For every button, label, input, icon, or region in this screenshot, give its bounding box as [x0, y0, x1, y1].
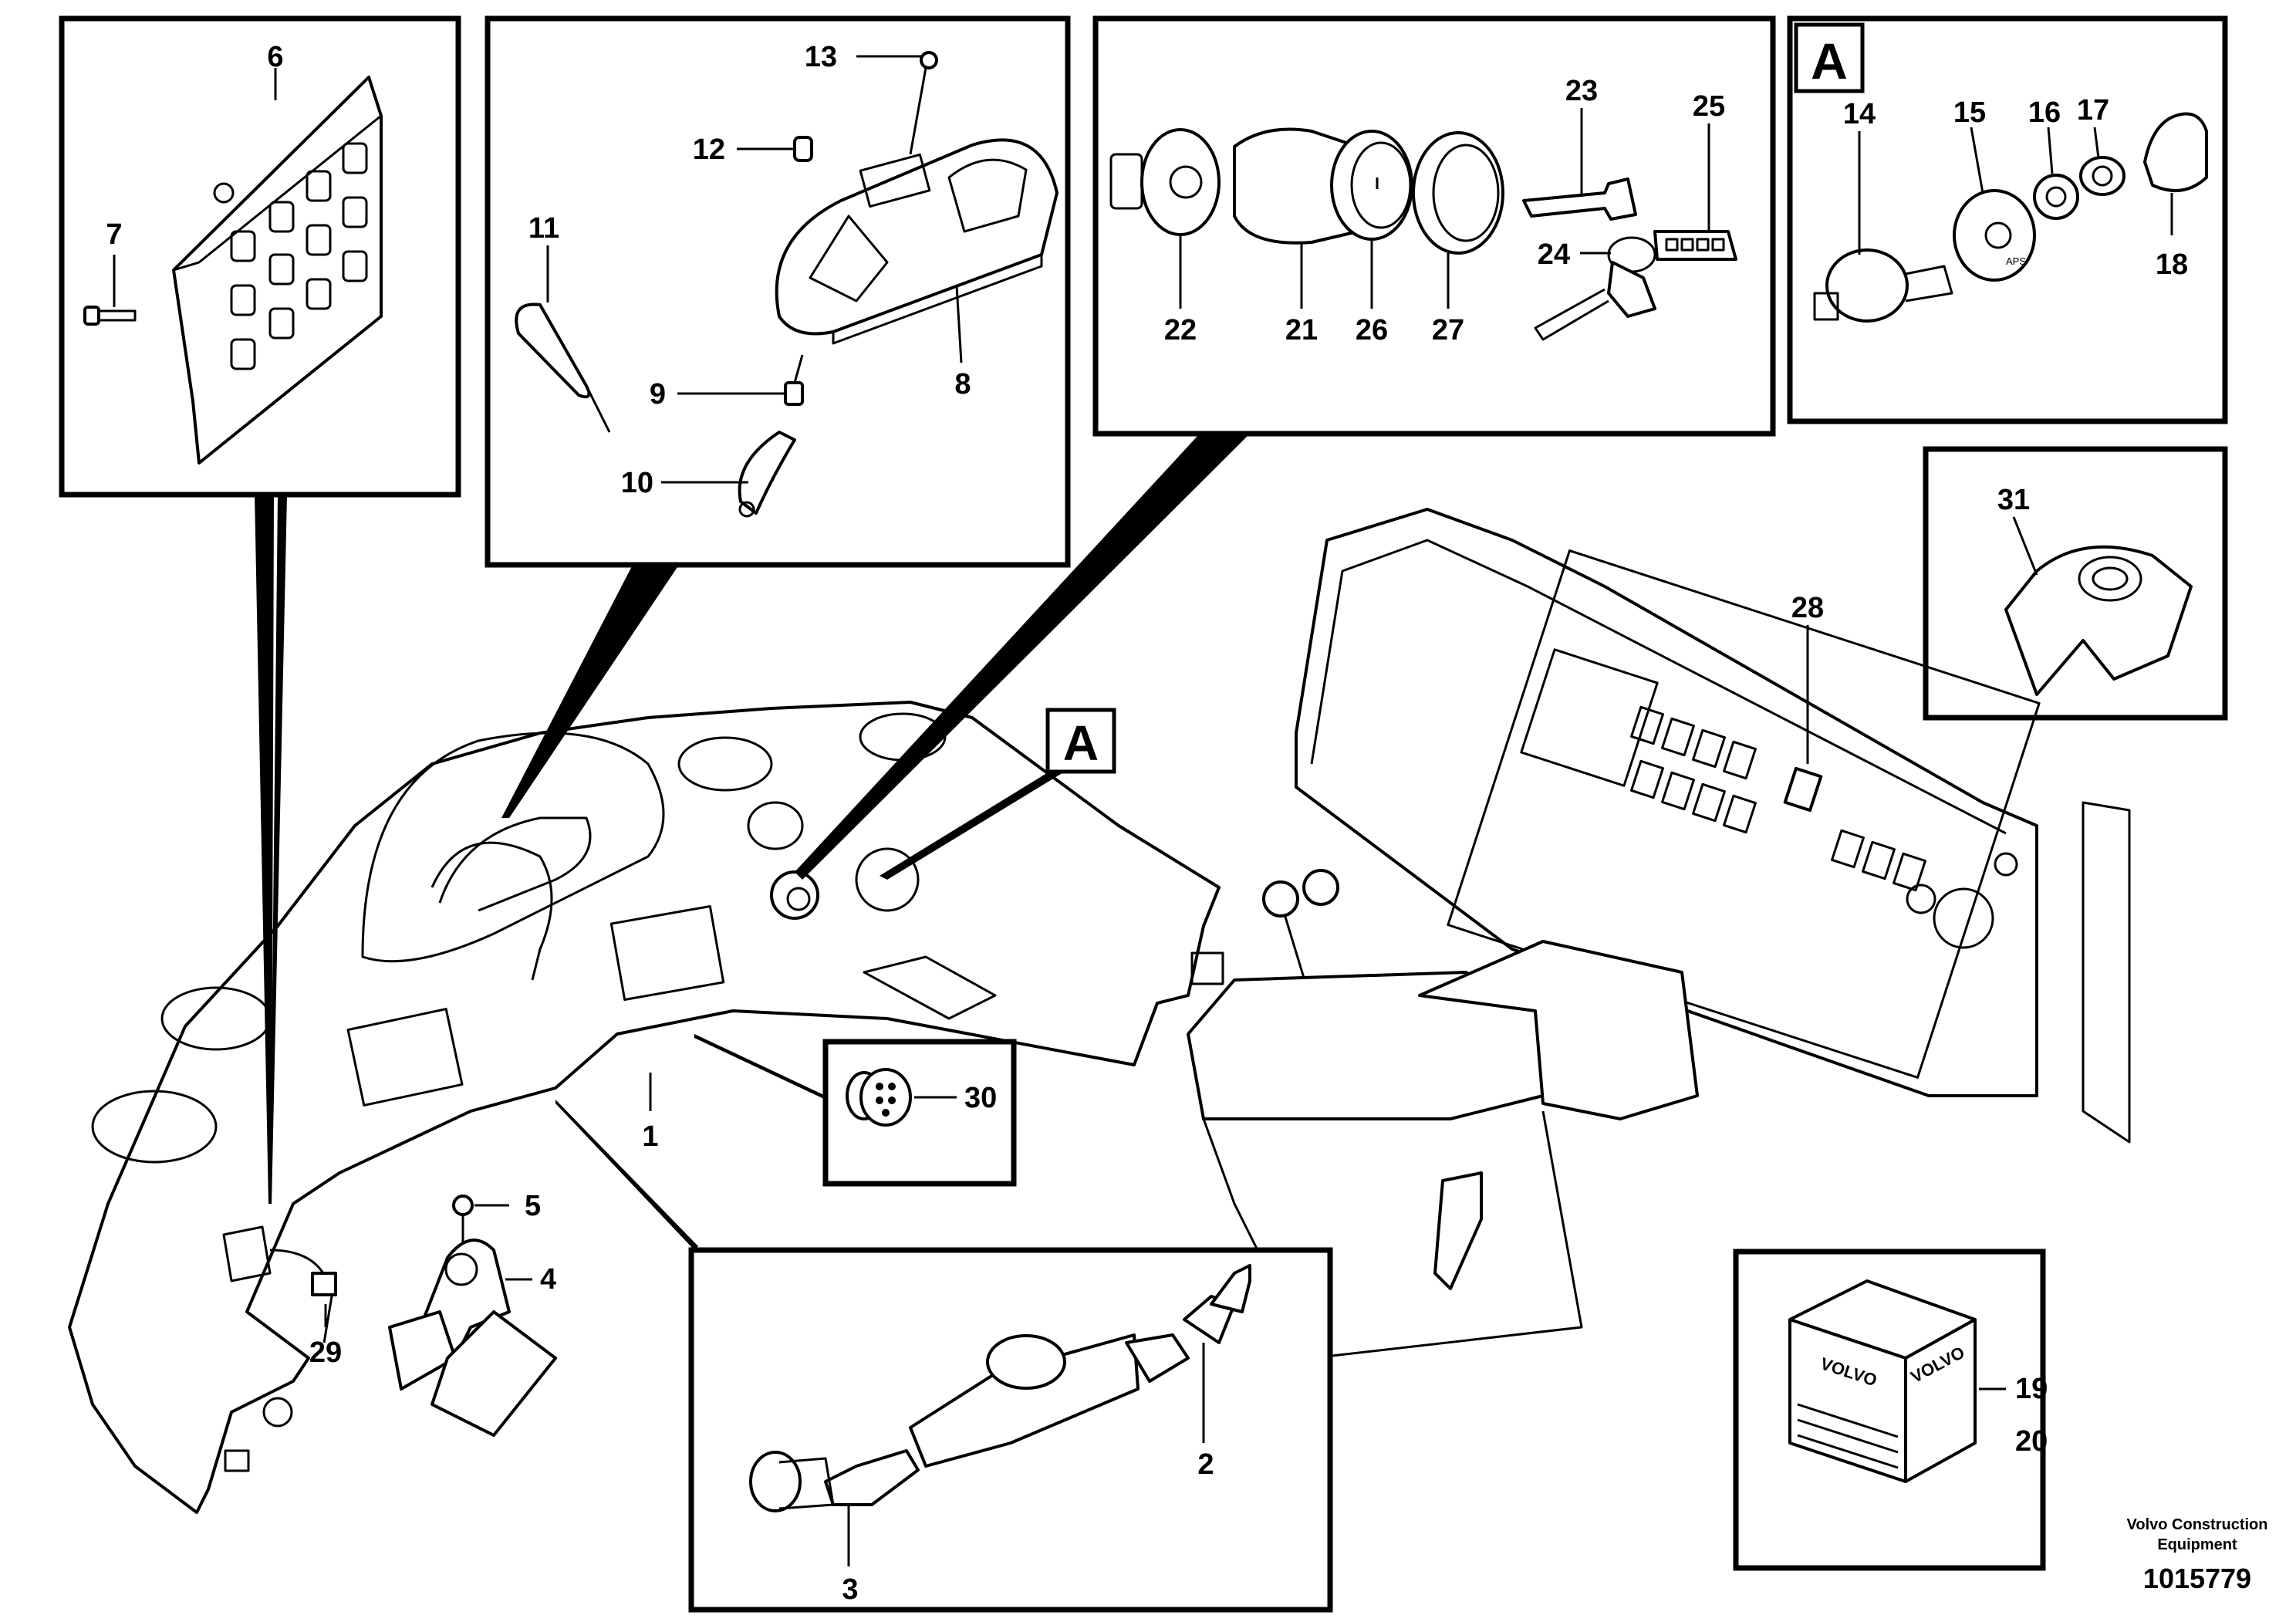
bulb-holder-9 [784, 354, 804, 406]
label-10: 10 [621, 467, 653, 499]
volvo-box: VOLVO VOLVO [1788, 1279, 1977, 1483]
lock-26 [1330, 130, 1413, 241]
label-22: 22 [1164, 314, 1197, 346]
label-30: 30 [964, 1082, 997, 1114]
clip-12 [793, 136, 813, 162]
label-21: 21 [1285, 314, 1318, 346]
label-9: 9 [650, 378, 666, 411]
label-5: 5 [525, 1190, 541, 1222]
label-28: 28 [1791, 592, 1824, 624]
gear-lever [1262, 869, 1339, 1004]
label-15: 15 [1953, 96, 1986, 129]
detail-box-keypad: 6 7 [59, 15, 461, 498]
screw-7 [83, 306, 137, 326]
label-20: 20 [2015, 1425, 2048, 1458]
keyring-24 [1534, 236, 1656, 341]
detail-box-ignition: 22 21 26 27 23 25 24 [1092, 15, 1776, 437]
label-16: 16 [2028, 96, 2061, 129]
plate-15: APS [1953, 189, 2036, 282]
label-18: 18 [2156, 248, 2188, 281]
label-3: 3 [842, 1573, 858, 1606]
label-4: 4 [540, 1263, 556, 1296]
socket-4 [388, 1238, 557, 1437]
label-12: 12 [693, 133, 725, 166]
detail-a-letter: A [1811, 32, 1848, 90]
keypad-panel [172, 76, 383, 465]
knob-18 [2143, 112, 2208, 192]
company-line-1: Volvo Construction [2127, 1516, 2268, 1533]
ring-27 [1412, 131, 1504, 255]
instrument-cluster [775, 138, 1059, 345]
detail-box-a: A APS 14 15 16 17 18 [1787, 15, 2228, 424]
detail-box-30: 30 [822, 1039, 1017, 1187]
lever-end-3 [749, 1449, 920, 1512]
shroud-31 [2004, 545, 2193, 696]
lever-switch [909, 1264, 1251, 1468]
label-31: 31 [1997, 484, 2030, 516]
screw-5 [452, 1195, 474, 1242]
detail-box-instrument-cluster: 13 12 11 9 10 8 [485, 15, 1071, 568]
washer-16 [2033, 174, 2079, 220]
label-23: 23 [1565, 75, 1598, 107]
label-1: 1 [642, 1120, 658, 1153]
drawing-number: 1015779 [2143, 1563, 2251, 1594]
screw-13 [909, 51, 938, 155]
label-8: 8 [954, 368, 971, 400]
harness-29 [269, 1249, 337, 1343]
detail-box-31: 31 [1923, 446, 2228, 721]
key-23 [1522, 177, 1637, 221]
label-6: 6 [267, 41, 283, 73]
label-13: 13 [805, 41, 837, 73]
label-27: 27 [1432, 314, 1464, 346]
label-24: 24 [1538, 238, 1570, 271]
cable-tie-11 [515, 302, 611, 433]
key-tag-25 [1653, 230, 1737, 261]
bulb-10 [738, 431, 796, 518]
connector-30 [846, 1068, 912, 1127]
label-26: 26 [1356, 314, 1388, 346]
label-11: 11 [528, 212, 559, 245]
company-line-2: Equipment [2157, 1536, 2237, 1553]
label-25: 25 [1693, 90, 1725, 123]
rotary-switch-14 [1813, 248, 1953, 323]
detail-leaders [255, 434, 1250, 1250]
label-2: 2 [1197, 1448, 1214, 1481]
nut-17 [2079, 156, 2125, 196]
callout-a: A [1045, 708, 1116, 774]
label-29: 29 [309, 1336, 342, 1369]
dashboard-assembly [68, 701, 1224, 1514]
detail-box-switch-lever: 3 2 [688, 1247, 1333, 1613]
handbrake [1433, 1171, 1483, 1290]
label-17: 17 [2077, 94, 2109, 127]
label-14: 14 [1843, 98, 1876, 130]
switch-panel-28 [1630, 705, 1926, 892]
console-assembly [1187, 508, 2131, 1360]
detail-a-tag [1794, 22, 1865, 93]
detail-box-volvo-kit: VOLVO VOLVO 19 20 [1733, 1249, 2048, 1571]
callout-a-letter: A [1063, 715, 1099, 771]
label-19: 19 [2015, 1373, 2048, 1405]
svg-text:APS: APS [2006, 255, 2026, 267]
label-7: 7 [106, 218, 122, 251]
